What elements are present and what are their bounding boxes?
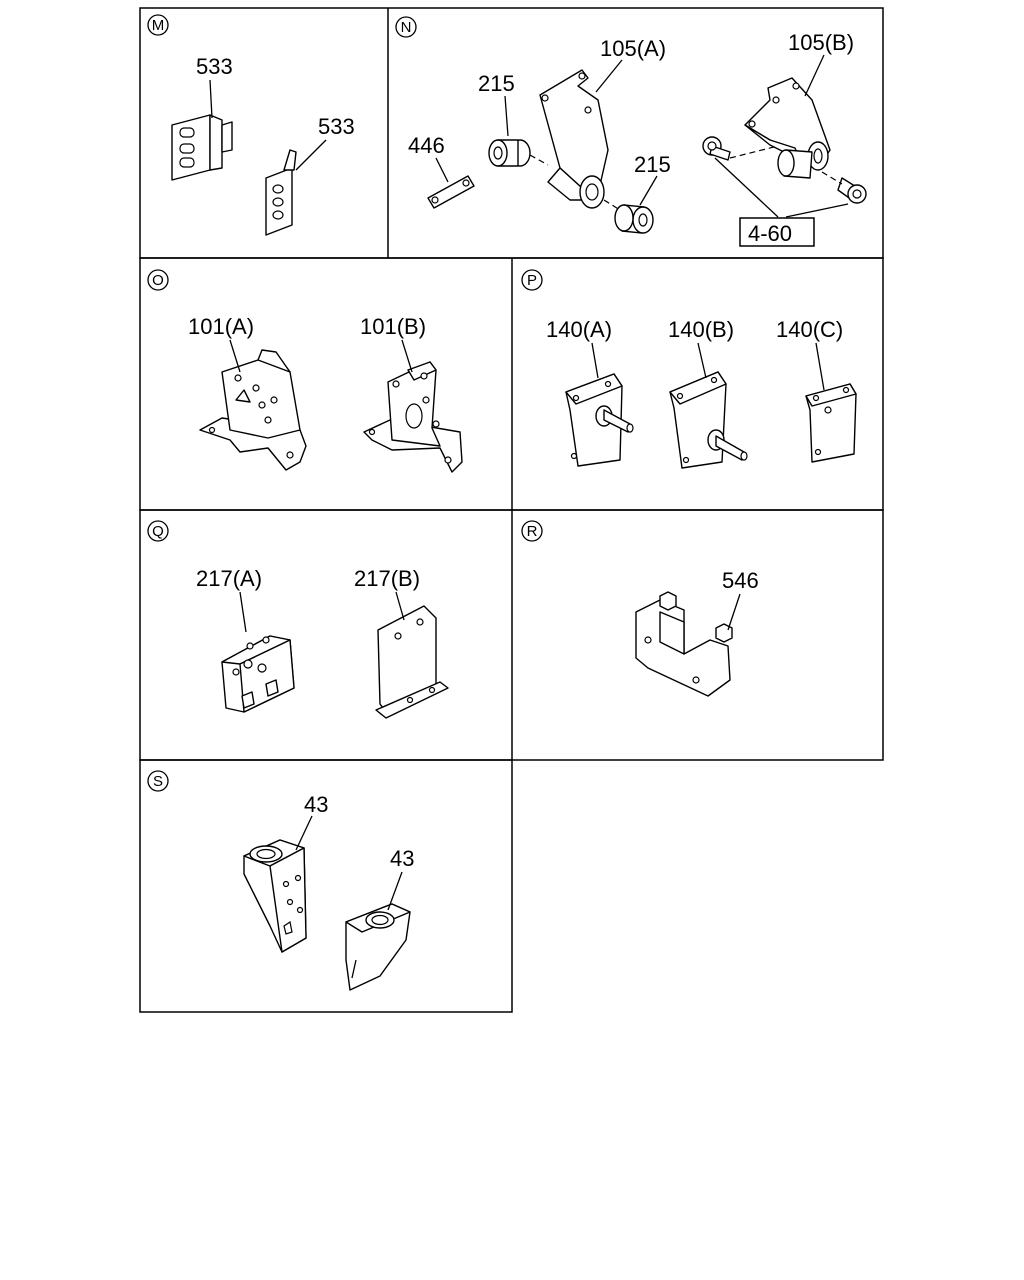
bracket-533-b <box>265 149 297 236</box>
panel-m: M 533 533 <box>147 14 355 236</box>
panel-m-marker <box>147 14 169 36</box>
label-43-b: 43 <box>390 846 414 871</box>
hanger-105b <box>744 77 831 179</box>
panel-s-marker <box>147 770 169 792</box>
bracket-217a <box>221 635 295 713</box>
bracket-140a <box>565 373 634 467</box>
label-533-b: 533 <box>318 114 355 139</box>
bushing-215-a <box>488 139 531 167</box>
hanger-105a <box>539 69 609 209</box>
panel-q: Q 217(A) 217(B) <box>147 520 449 719</box>
panel-r-letter: R <box>527 523 538 540</box>
label-215-a: 215 <box>478 71 515 96</box>
panel-r-marker <box>521 520 543 542</box>
label-101a: 101(A) <box>188 314 254 339</box>
label-140b: 140(B) <box>668 317 734 342</box>
panel-o: O 101(A) 101( <box>147 269 463 473</box>
panel-n: N 446 215 105(A) <box>395 16 867 247</box>
panel-m-letter: M <box>152 17 165 34</box>
ref-box-4-60 <box>739 217 815 247</box>
pin-left <box>702 136 731 161</box>
bracket-43-a <box>243 839 307 953</box>
panel-s-letter: S <box>153 773 163 790</box>
label-140a: 140(A) <box>546 317 612 342</box>
label-43-a: 43 <box>304 792 328 817</box>
panel-frames <box>139 7 884 1013</box>
label-105a: 105(A) <box>600 36 666 61</box>
bracket-140c <box>805 383 857 463</box>
label-105b: 105(B) <box>788 30 854 55</box>
label-533-a: 533 <box>196 54 233 79</box>
panel-p: P 140(A) 140(B) <box>521 269 857 469</box>
label-217b: 217(B) <box>354 566 420 591</box>
bracket-101a <box>199 349 307 471</box>
panel-q-letter: Q <box>152 523 164 540</box>
bushing-215-b <box>614 204 654 234</box>
panel-r: R 546 <box>521 520 759 697</box>
panel-q-marker <box>147 520 169 542</box>
panel-s: S 43 43 <box>147 770 414 991</box>
panel-o-marker <box>147 269 169 291</box>
bracket-546 <box>635 591 733 697</box>
bracket-43-b <box>345 903 411 991</box>
bracket-140b <box>669 371 748 469</box>
label-446: 446 <box>408 133 445 158</box>
pin-right <box>837 177 867 204</box>
panel-o-letter: O <box>152 272 164 289</box>
label-4-60: 4-60 <box>748 221 792 246</box>
plate-446 <box>427 175 475 209</box>
panel-p-marker <box>521 269 543 291</box>
label-101b: 101(B) <box>360 314 426 339</box>
label-546: 546 <box>722 568 759 593</box>
label-140c: 140(C) <box>776 317 843 342</box>
panel-p-letter: P <box>527 272 537 289</box>
panel-n-marker <box>395 16 417 38</box>
bracket-533-a <box>171 114 233 181</box>
bracket-217b <box>375 605 449 719</box>
panel-n-letter: N <box>401 19 412 36</box>
bracket-101b <box>363 361 463 473</box>
label-215-b: 215 <box>634 152 671 177</box>
label-217a: 217(A) <box>196 566 262 591</box>
